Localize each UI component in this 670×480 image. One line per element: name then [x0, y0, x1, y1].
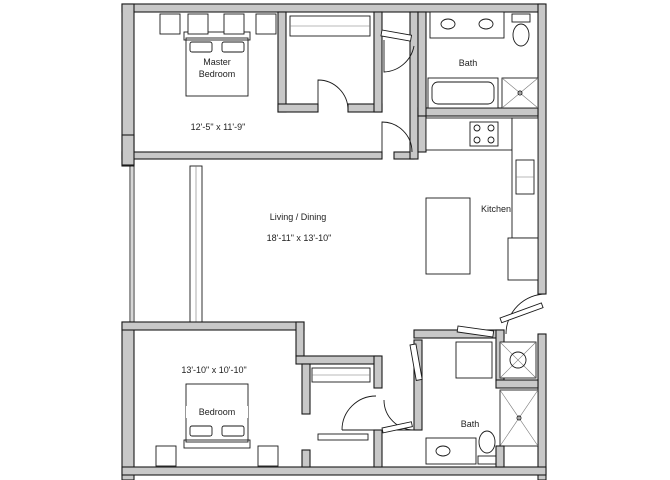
bedroom-label: Bedroom: [186, 406, 248, 418]
top-bath: [417, 11, 539, 117]
master-bedroom-walls: [121, 11, 419, 166]
master-bedroom-label: Master Bedroom: [186, 56, 248, 80]
kitchen: [417, 115, 539, 281]
living-dining-dimensions: 18'-11" x 13'-10": [266, 233, 332, 243]
bedroom-walls: [121, 321, 383, 468]
doors: [317, 29, 547, 434]
master-bedroom-dimensions: 12'-5" x 11'-9": [190, 122, 246, 132]
master-bed: [159, 13, 277, 97]
bottom-bath: [413, 329, 539, 468]
bath-bottom-label: Bath: [460, 419, 480, 429]
living-dining-label: Living / Dining: [269, 212, 327, 222]
master-bedroom-name-line2: Bedroom: [198, 69, 236, 79]
bedroom-bed: [155, 383, 279, 467]
kitchen-label: Kitchen: [480, 204, 512, 214]
master-bedroom-name-line1: Master: [203, 57, 231, 67]
bedroom-dimensions: 13'-10" x 10'-10": [181, 365, 247, 375]
living-window: [189, 165, 203, 323]
bath-top-label: Bath: [458, 58, 478, 68]
